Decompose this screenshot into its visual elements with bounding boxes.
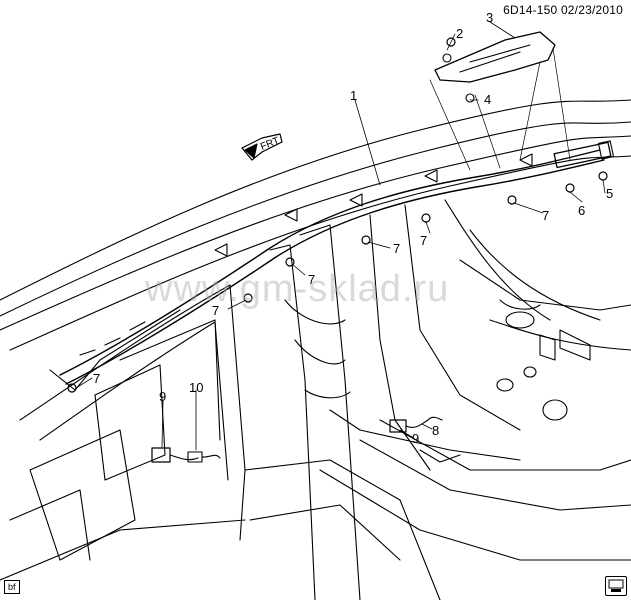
corner-code: bf [4,580,20,594]
front-direction-marker [241,133,283,161]
callout-7-d: 7 [393,241,400,256]
callout-9-right: 9 [412,431,419,446]
diagram-code: 6D14-150 [503,3,558,17]
callout-6: 6 [578,203,585,218]
diagram-reference: 6D14-150 02/23/2010 [503,3,623,17]
diagram-date: 02/23/2010 [560,3,623,17]
watermark: www.gm-sklad.ru [145,268,450,310]
callout-4: 4 [484,92,491,107]
callout-3: 3 [486,10,493,25]
callout-7-e: 7 [420,233,427,248]
callout-7-a: 7 [93,371,100,386]
rear-header-bracket [434,31,556,83]
roof-rail-outer [0,99,631,301]
callout-2: 2 [456,26,463,41]
callout-8: 8 [432,423,439,438]
callout-5: 5 [606,186,613,201]
callout-10: 10 [189,380,203,395]
callout-7-f: 7 [542,208,549,223]
callout-7-c: 7 [308,272,315,287]
catalog-badge-icon [605,576,627,596]
callout-7-b: 7 [212,303,219,318]
callout-9-left: 9 [159,389,166,404]
curtain-airbag-module [59,149,601,376]
callout-1: 1 [350,88,357,103]
roof-rail-inner [0,121,631,317]
